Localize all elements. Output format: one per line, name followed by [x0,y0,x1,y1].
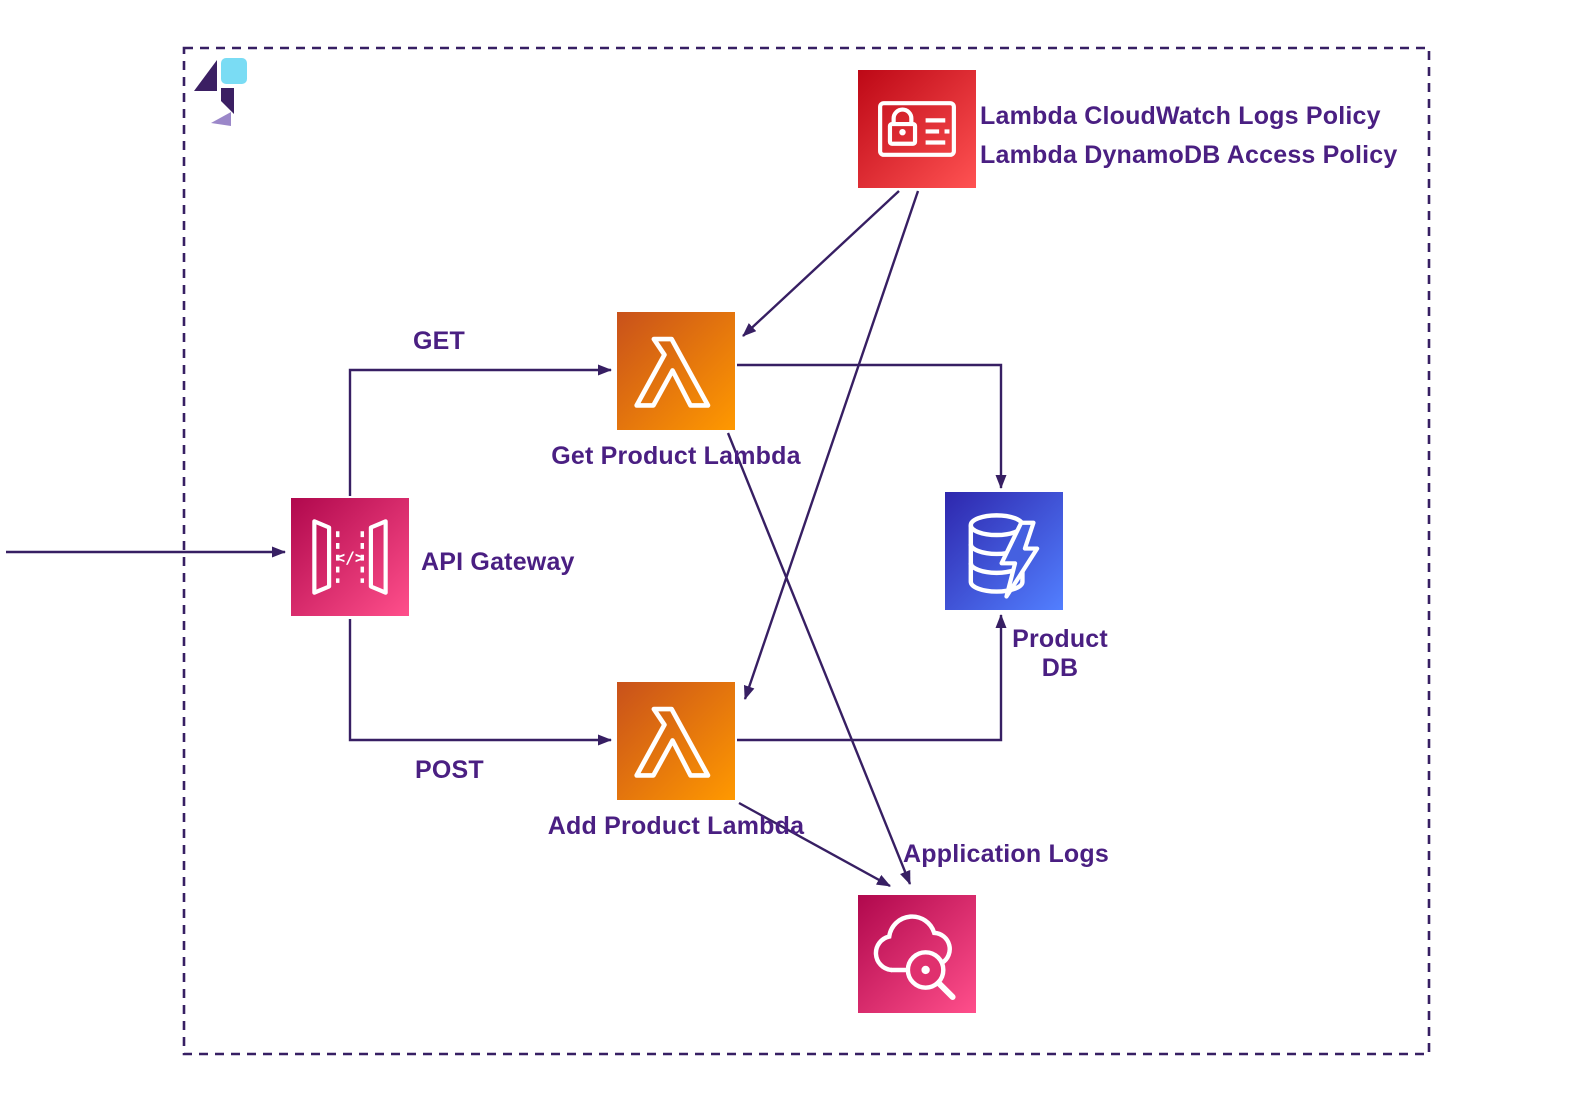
node-add-product-lambda [617,682,735,800]
label-get-method: GET [413,327,465,355]
label-product-db-line2: DB [1041,654,1079,682]
lambda-icon [634,336,711,408]
edge-policy-to-get-lambda [742,190,900,337]
iam-policy-icon [878,101,956,157]
lambda-icon [634,706,711,778]
node-api-gateway: </> [291,498,409,616]
edge-add-lambda-to-db [737,614,1007,742]
label-post-method: POST [415,756,484,784]
label-get-product-lambda: Get Product Lambda [551,442,801,470]
diagram-tool-logo [194,58,247,126]
node-get-product-lambda [617,312,735,430]
cloudwatch-icon [873,914,956,1000]
node-iam-policy [858,70,976,188]
svg-text:</>: </> [335,548,365,567]
node-application-logs [858,895,976,1013]
label-api-gateway: API Gateway [421,548,575,576]
node-product-db [945,492,1063,610]
api-gateway-icon: </> [312,519,388,595]
dynamodb-icon [968,513,1040,599]
label-product-db-line1: Product [1012,625,1108,653]
label-policy-line2: Lambda DynamoDB Access Policy [980,141,1398,169]
label-policy-line1: Lambda CloudWatch Logs Policy [980,102,1381,130]
edge-post-request [348,619,612,746]
label-application-logs: Application Logs [903,840,1109,868]
label-add-product-lambda: Add Product Lambda [547,812,805,840]
edge-get-request [348,364,612,496]
